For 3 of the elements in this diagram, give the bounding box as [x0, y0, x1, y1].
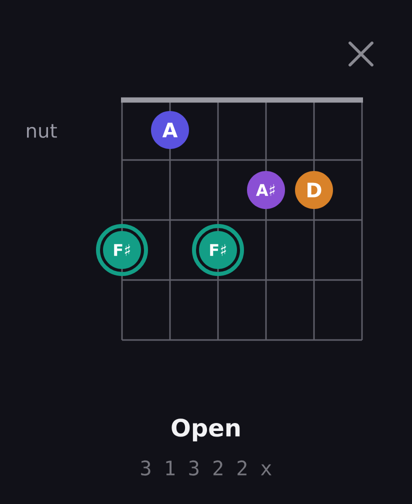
fingering-text: 3 1 3 2 2 x — [141, 460, 272, 476]
caption: Open — [172, 418, 240, 442]
string-label: nut — [27, 124, 57, 138]
